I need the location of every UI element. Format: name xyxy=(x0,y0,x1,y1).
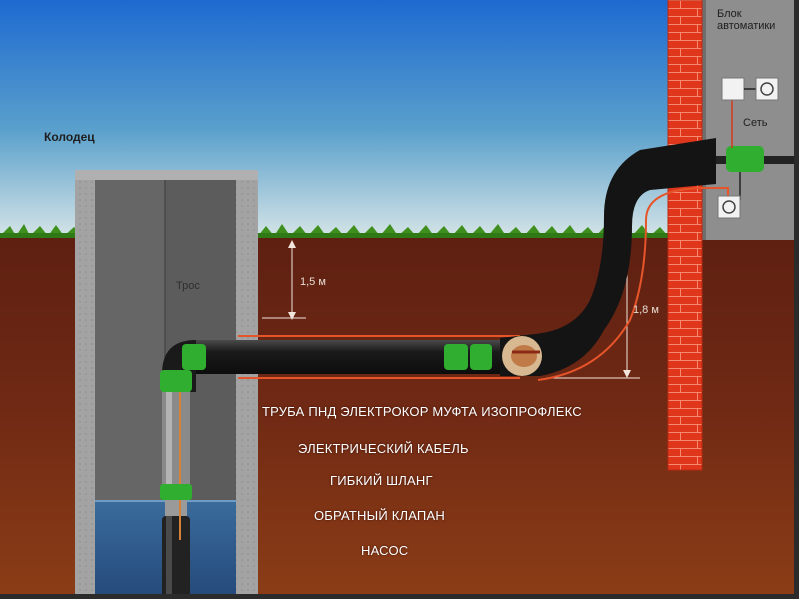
isoproflex-sleeve xyxy=(500,138,716,376)
legend-line-2: ЭЛЕКТРИЧЕСКИЙ КАБЕЛЬ xyxy=(298,441,469,456)
fitting-vertical xyxy=(160,370,192,392)
well-top-rim xyxy=(75,170,258,180)
legend-line-3: ГИБКИЙ ШЛАНГ xyxy=(330,473,433,488)
legend-line-5: НАСОС xyxy=(361,543,409,558)
fitting-coupling-1 xyxy=(444,344,468,370)
depth-label-2: 1,8 м xyxy=(633,304,659,316)
well-wall-left xyxy=(75,172,95,599)
well-label: Колодец xyxy=(44,130,95,144)
brick-wall xyxy=(668,0,702,470)
grass-band-right xyxy=(258,233,670,238)
depth-marker-1 xyxy=(262,240,306,320)
pump-highlight xyxy=(166,516,172,599)
socket-lower-face xyxy=(722,200,736,214)
automation-block-label-2: автоматики xyxy=(717,20,776,32)
mains-label: Сеть xyxy=(743,117,768,129)
vertical-pipe-highlight xyxy=(166,374,172,494)
depth-label-1: 1,5 м xyxy=(300,276,326,288)
rope-label: Трос xyxy=(176,280,200,292)
cable-rising xyxy=(537,187,729,381)
automation-box xyxy=(721,77,745,101)
well-interior-left-shade xyxy=(95,180,165,500)
sleeve-end-inner xyxy=(511,345,537,367)
brick-wall-edge xyxy=(667,0,703,471)
fitting-coupling-2 xyxy=(470,344,492,370)
fitting-inside xyxy=(726,146,764,172)
socket-upper-icon xyxy=(755,77,779,101)
socket-lower-icon xyxy=(717,195,741,219)
legend-line-4: ОБРАТНЫЙ КЛАПАН xyxy=(314,508,445,523)
well-wall-right xyxy=(236,172,258,599)
house-wall-shadow xyxy=(702,0,706,240)
legend-line-1: ТРУБА ПНД ЭЛЕКТРОКОР МУФТА ИЗОПРОФЛЕКС xyxy=(262,404,582,419)
automation-block-label-1: Блок xyxy=(717,8,742,20)
grass-band-left xyxy=(0,233,92,238)
fitting-elbow xyxy=(182,344,206,370)
socket-upper-face xyxy=(760,82,774,96)
check-valve xyxy=(160,484,192,500)
